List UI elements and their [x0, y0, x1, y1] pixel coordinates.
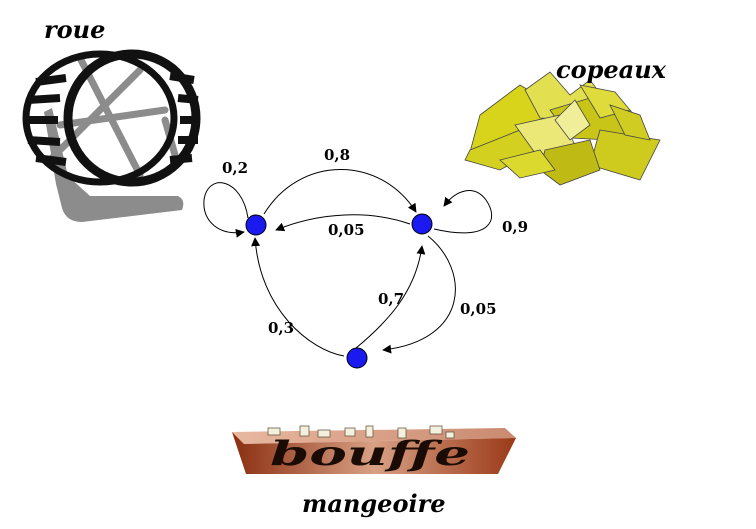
edge-roue-to-roue: [203, 182, 249, 238]
prob-copeaux-roue: 0,05: [328, 221, 365, 239]
prob-mangeoire-copeaux: 0,7: [378, 290, 404, 308]
shavings-image: [464, 71, 661, 186]
prob-roue-copeaux: 0,8: [324, 146, 350, 164]
roue-title: roue: [44, 15, 105, 44]
edge-copeaux-to-copeaux: [433, 190, 493, 234]
state-mangeoire[interactable]: [346, 347, 368, 369]
edge-mangeoire-to-roue: [251, 237, 345, 357]
hamster-wheel-image: [22, 49, 201, 222]
wheel-rungs: [26, 72, 200, 166]
transition-edges: [203, 169, 493, 357]
prob-copeaux-mangeoire: 0,05: [460, 300, 497, 318]
state-copeaux[interactable]: [411, 213, 433, 235]
edge-mangeoire-to-copeaux: [355, 245, 426, 349]
copeaux-title: copeaux: [556, 55, 667, 84]
box-front: [232, 432, 516, 474]
food-pellets: [267, 425, 455, 439]
prob-mangeoire-roue: 0,3: [268, 319, 294, 337]
edge-copeaux-to-mangeoire: [382, 235, 456, 354]
edge-roue-to-copeaux: [263, 169, 417, 215]
edge-copeaux-to-roue: [275, 214, 411, 232]
bouffe-label: bouffe: [270, 434, 470, 474]
prob-roue-roue: 0,2: [222, 159, 248, 177]
state-nodes: [245, 213, 433, 369]
food-box-image: bouffe: [232, 425, 516, 474]
state-roue[interactable]: [245, 214, 267, 236]
wheel-stand: [44, 108, 184, 222]
mangeoire-title: mangeoire: [302, 489, 445, 518]
prob-copeaux-copeaux: 0,9: [502, 218, 528, 236]
